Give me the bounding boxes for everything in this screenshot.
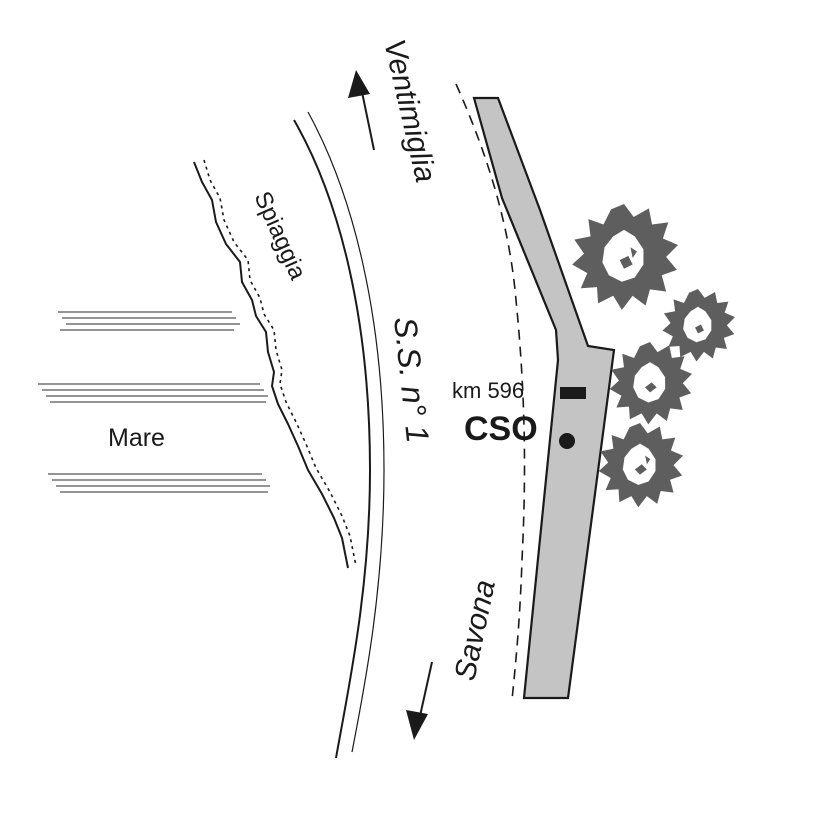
wall <box>472 96 616 700</box>
sea-label: Mare <box>108 424 165 452</box>
tree-icon <box>598 423 683 508</box>
tree-icon <box>572 204 678 310</box>
direction-arrow-icon <box>406 710 428 740</box>
arrow-south <box>406 661 433 740</box>
trees <box>572 204 735 508</box>
km-marker-label: km 596 <box>452 378 524 403</box>
direction-label-north: Ventimiglia <box>377 36 442 185</box>
tree-icon <box>662 289 735 362</box>
beach-edge <box>203 159 357 567</box>
site-label: CSO <box>464 410 538 448</box>
sea-waves <box>38 311 270 493</box>
arrow-north <box>348 70 375 151</box>
tree-icon <box>609 342 692 425</box>
road-label: S.S. n° 1 <box>387 315 436 445</box>
shoreline <box>193 161 349 569</box>
bar-icon <box>560 387 586 399</box>
direction-label-south: Savona <box>449 577 502 683</box>
dot-icon <box>559 433 575 449</box>
beach-label: Spiaggia <box>249 187 312 284</box>
road-edge-east-dashed <box>455 83 526 701</box>
road-edge-west-outer <box>293 119 372 759</box>
direction-arrow-icon <box>348 70 370 98</box>
road-edge-west-inner <box>307 111 385 753</box>
